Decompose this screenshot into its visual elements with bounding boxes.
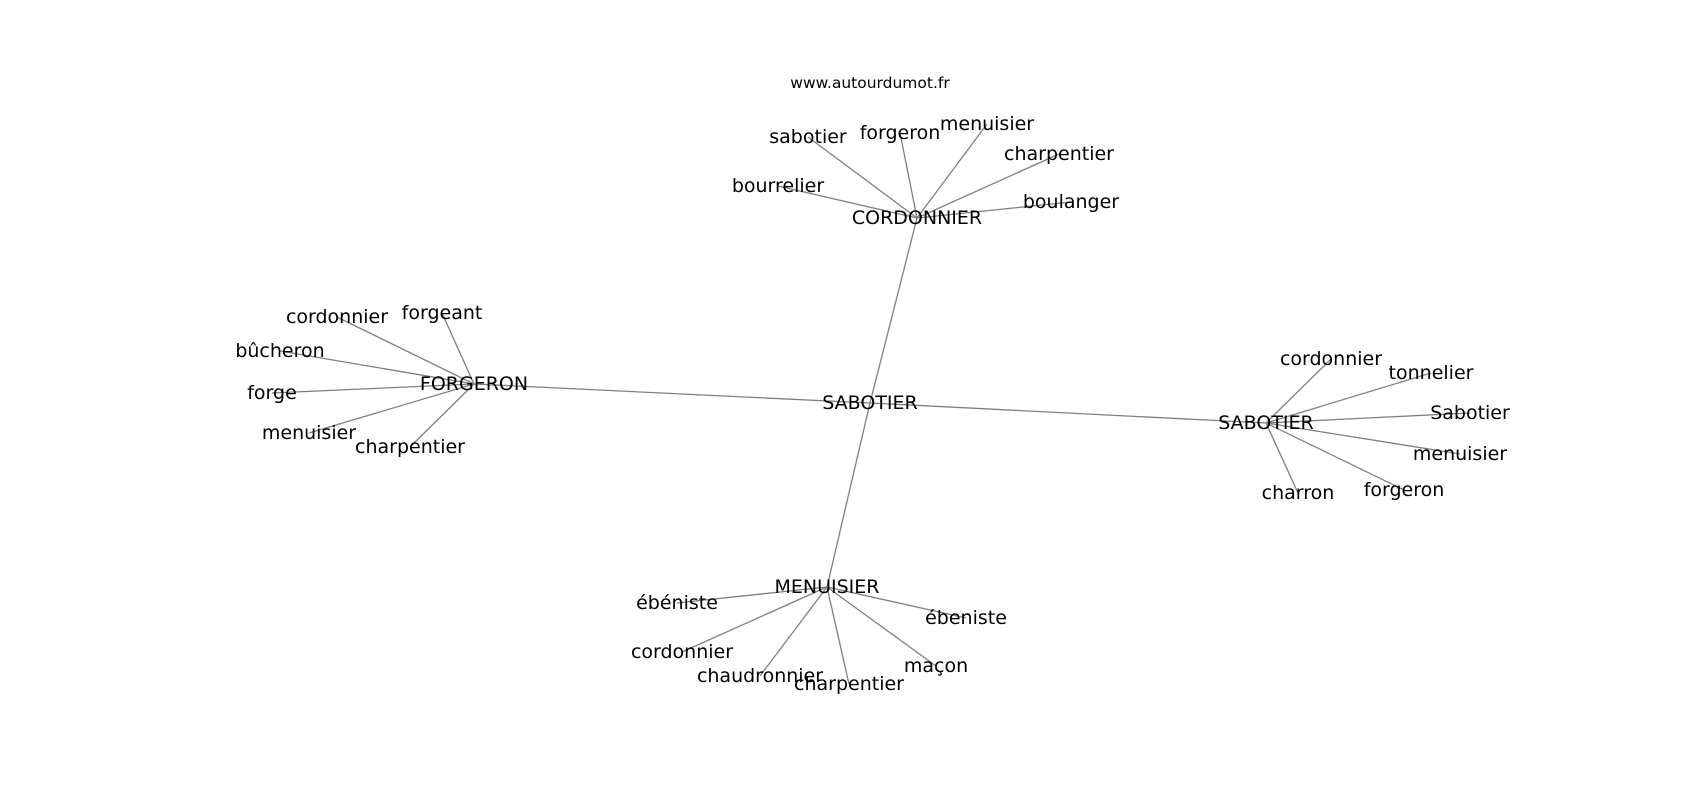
edge-hub-to-neighbor <box>336 316 475 385</box>
edge-hub-to-neighbor <box>1265 412 1471 424</box>
neighbor-node[interactable]: cordonnier <box>286 306 388 328</box>
center-node[interactable]: SABOTIER <box>822 392 917 414</box>
site-watermark: www.autourdumot.fr <box>790 74 950 92</box>
neighbor-node[interactable]: chaudronnier <box>697 665 823 687</box>
edge-hub-to-neighbor <box>1265 422 1299 494</box>
neighbor-node[interactable]: bûcheron <box>235 340 324 362</box>
neighbor-node[interactable]: forgeant <box>402 302 483 324</box>
edge-hub-to-neighbor <box>308 383 475 434</box>
edge-center-to-hub <box>473 383 871 404</box>
neighbor-node[interactable]: forgeron <box>1364 479 1445 501</box>
edge-hub-to-neighbor <box>279 350 475 385</box>
edge-center-to-hub <box>826 402 871 588</box>
neighbor-node[interactable]: ébéniste <box>636 592 718 614</box>
edge-hub-to-neighbor <box>676 586 828 604</box>
neighbor-node[interactable]: menuisier <box>940 113 1034 135</box>
edge-hub-to-neighbor <box>1265 422 1461 455</box>
edge-hub-to-neighbor <box>271 383 475 394</box>
neighbor-node[interactable]: charron <box>1262 482 1335 504</box>
neighbor-node[interactable]: maçon <box>904 655 968 677</box>
edge-hub-to-neighbor <box>826 586 850 685</box>
edge-hub-to-neighbor <box>409 383 475 448</box>
edge-hub-to-neighbor <box>916 123 988 219</box>
hub-node[interactable]: CORDONNIER <box>852 207 982 229</box>
neighbor-node[interactable]: bourrelier <box>732 175 825 197</box>
neighbor-node[interactable]: boulanger <box>1023 191 1119 213</box>
neighbor-node[interactable]: forgeron <box>860 122 941 144</box>
neighbor-node[interactable]: charpentier <box>794 673 904 695</box>
hub-node[interactable]: MENUISIER <box>775 576 880 598</box>
edge-hub-to-neighbor <box>826 586 937 667</box>
neighbor-node[interactable]: charpentier <box>1004 143 1114 165</box>
edge-center-to-hub <box>869 217 918 404</box>
edge-hub-to-neighbor <box>916 201 1072 219</box>
neighbor-node[interactable]: charpentier <box>355 436 465 458</box>
neighbor-node[interactable]: sabotier <box>769 126 847 148</box>
edge-hub-to-neighbor <box>441 312 475 385</box>
edge-hub-to-neighbor <box>1265 358 1332 424</box>
edge-hub-to-neighbor <box>777 185 918 219</box>
hub-node[interactable]: SABOTIER <box>1218 412 1313 434</box>
neighbor-node[interactable]: ébeniste <box>925 607 1007 629</box>
edge-hub-to-neighbor <box>759 586 828 677</box>
edge-hub-to-neighbor <box>807 136 918 219</box>
edge-hub-to-neighbor <box>899 132 918 219</box>
neighbor-node[interactable]: cordonnier <box>631 641 733 663</box>
edge-hub-to-neighbor <box>1265 372 1432 424</box>
neighbor-node[interactable]: Sabotier <box>1430 402 1510 424</box>
neighbor-node[interactable]: forge <box>247 382 297 404</box>
edge-center-to-hub <box>869 402 1267 424</box>
neighbor-node[interactable]: menuisier <box>262 422 356 444</box>
neighbor-node[interactable]: menuisier <box>1413 443 1507 465</box>
hub-node[interactable]: FORGERON <box>420 373 528 395</box>
edge-hub-to-neighbor <box>681 586 828 653</box>
edges-layer <box>271 123 1471 685</box>
edge-hub-to-neighbor <box>916 153 1060 219</box>
edge-hub-to-neighbor <box>1265 422 1405 491</box>
edge-hub-to-neighbor <box>826 586 967 619</box>
neighbor-node[interactable]: tonnelier <box>1389 362 1474 384</box>
neighbor-node[interactable]: cordonnier <box>1280 348 1382 370</box>
